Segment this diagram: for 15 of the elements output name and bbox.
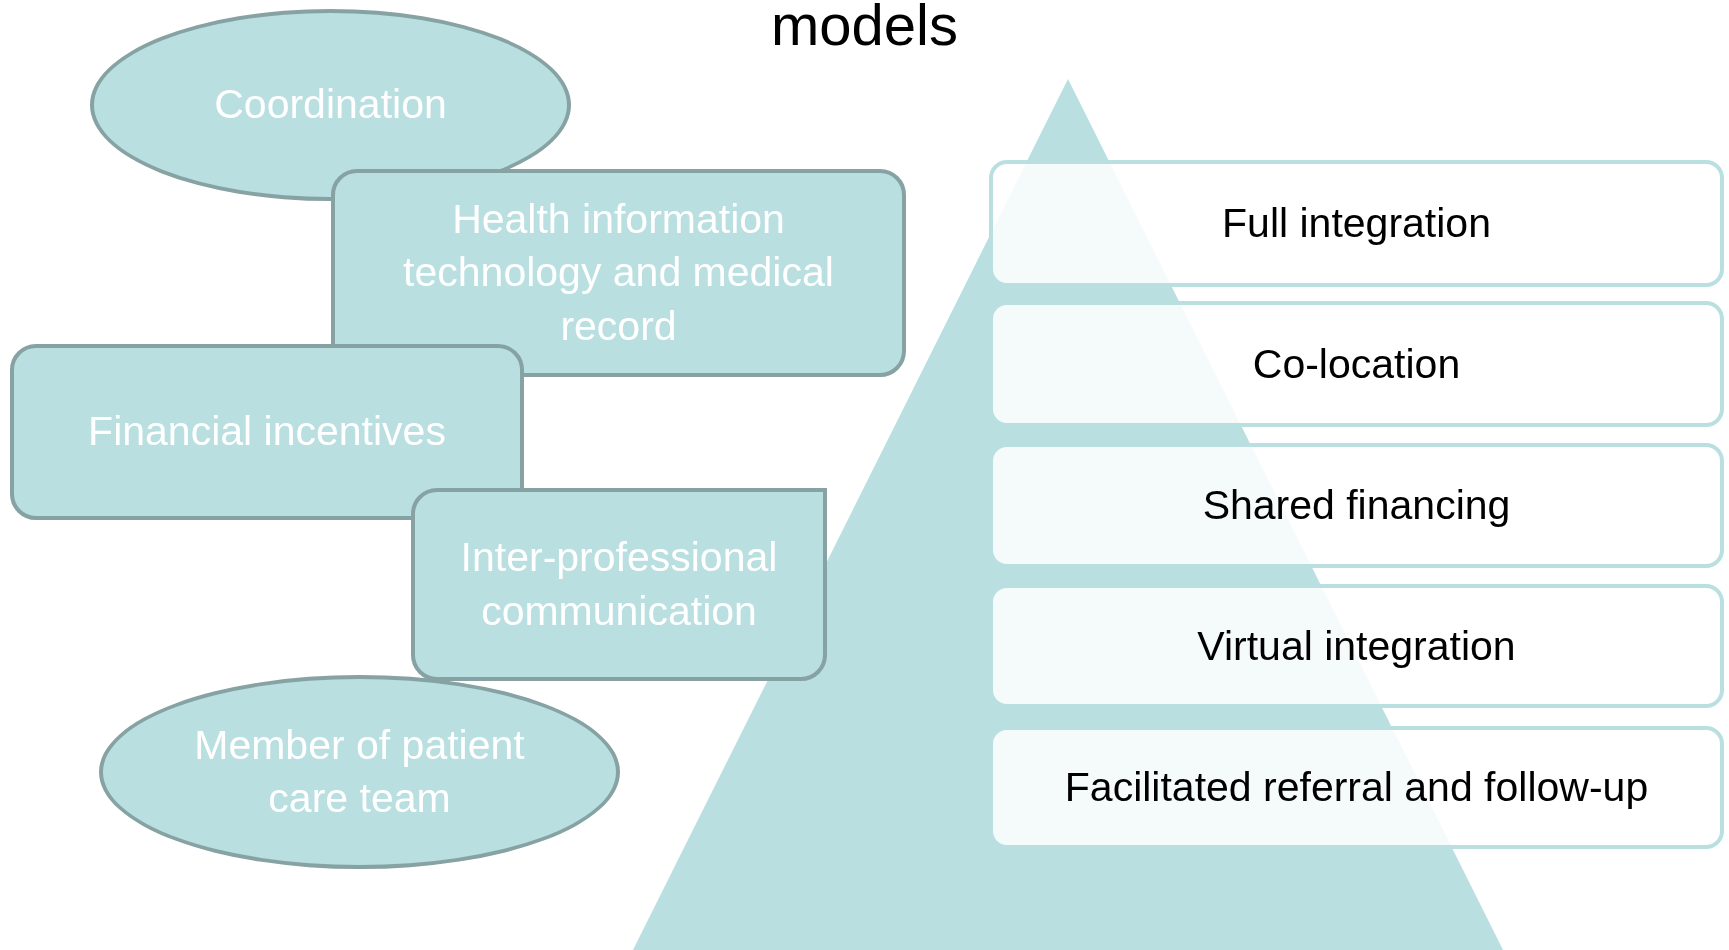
node-label: Virtual integration [1197, 622, 1516, 670]
node-label: Full integration [1222, 200, 1491, 247]
node-label: Coordination [214, 80, 447, 130]
title: models [770, 0, 959, 54]
node-label: Co-location [1252, 340, 1461, 388]
node-label: Member of patient care team [193, 720, 526, 823]
rounded-box [411, 488, 827, 681]
node-label: Shared financing [1202, 482, 1511, 529]
node-label: Financial incentives [88, 407, 446, 457]
node-label: Health information technology and medical record [402, 195, 835, 351]
node-label: Facilitated referral and follow-up [1064, 764, 1649, 811]
rounded-box [331, 169, 906, 377]
rounded-box [989, 160, 1724, 287]
node-label: Inter-professional communication [459, 533, 779, 636]
rounded-box [10, 344, 524, 520]
